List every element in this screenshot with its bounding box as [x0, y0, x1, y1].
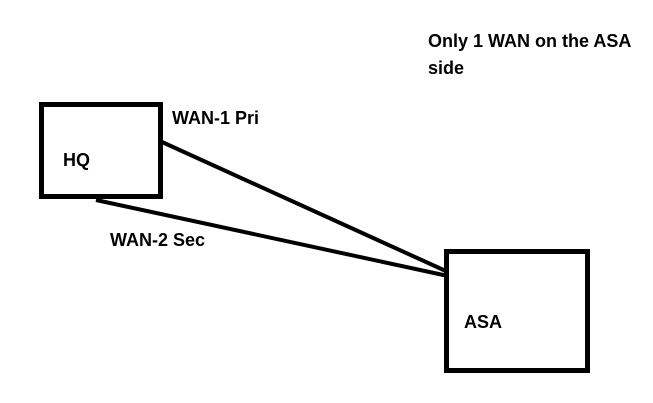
hq-node — [39, 102, 163, 199]
asa-node — [444, 249, 590, 373]
annotation-text: Only 1 WAN on the ASA side — [428, 31, 631, 78]
hq-node-label: HQ — [63, 150, 90, 170]
asa-node-label: ASA — [464, 312, 503, 332]
wan2-link-line — [95, 198, 449, 278]
wan1-link-line — [161, 140, 449, 274]
wan2-link-label: WAN-2 Sec — [110, 230, 206, 250]
wan1-link-label: WAN-1 Pri — [172, 108, 260, 128]
